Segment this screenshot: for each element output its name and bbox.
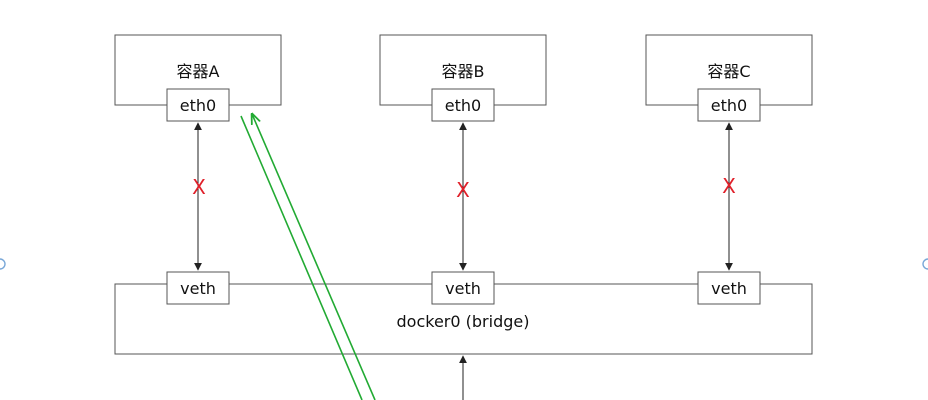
container-b-veth-port (431, 271, 495, 305)
container-a-blocked-mark: X (192, 175, 206, 199)
container-b-eth0-port (431, 88, 495, 122)
container-c-veth-port (697, 271, 761, 305)
container-a: 容器A eth0 X veth (114, 34, 282, 305)
container-a-eth0-port (166, 88, 230, 122)
container-b-veth-label: veth (445, 279, 481, 298)
container-c-veth-label: veth (711, 279, 747, 298)
container-b-eth0-label: eth0 (445, 96, 481, 115)
bridge-label: docker0 (bridge) (397, 312, 530, 331)
direct-route-outbound-line (240, 115, 363, 400)
container-c-title: 容器C (707, 62, 750, 81)
container-a-veth-port (166, 271, 230, 305)
right-edge-handle (922, 258, 928, 270)
container-c-eth0-label: eth0 (711, 96, 747, 115)
container-c-eth0-port (697, 88, 761, 122)
container-b-title: 容器B (442, 62, 485, 81)
container-c: 容器C eth0 X veth (645, 34, 813, 305)
left-edge-handle (0, 258, 6, 270)
container-b-blocked-mark: X (456, 178, 470, 202)
container-a-title: 容器A (177, 62, 220, 81)
container-a-veth-label: veth (180, 279, 216, 298)
container-c-blocked-mark: X (722, 174, 736, 198)
container-b: 容器B eth0 X veth (379, 34, 547, 305)
direct-route-inbound-arrow (252, 114, 376, 400)
container-a-eth0-label: eth0 (180, 96, 216, 115)
direct-route (240, 114, 376, 400)
